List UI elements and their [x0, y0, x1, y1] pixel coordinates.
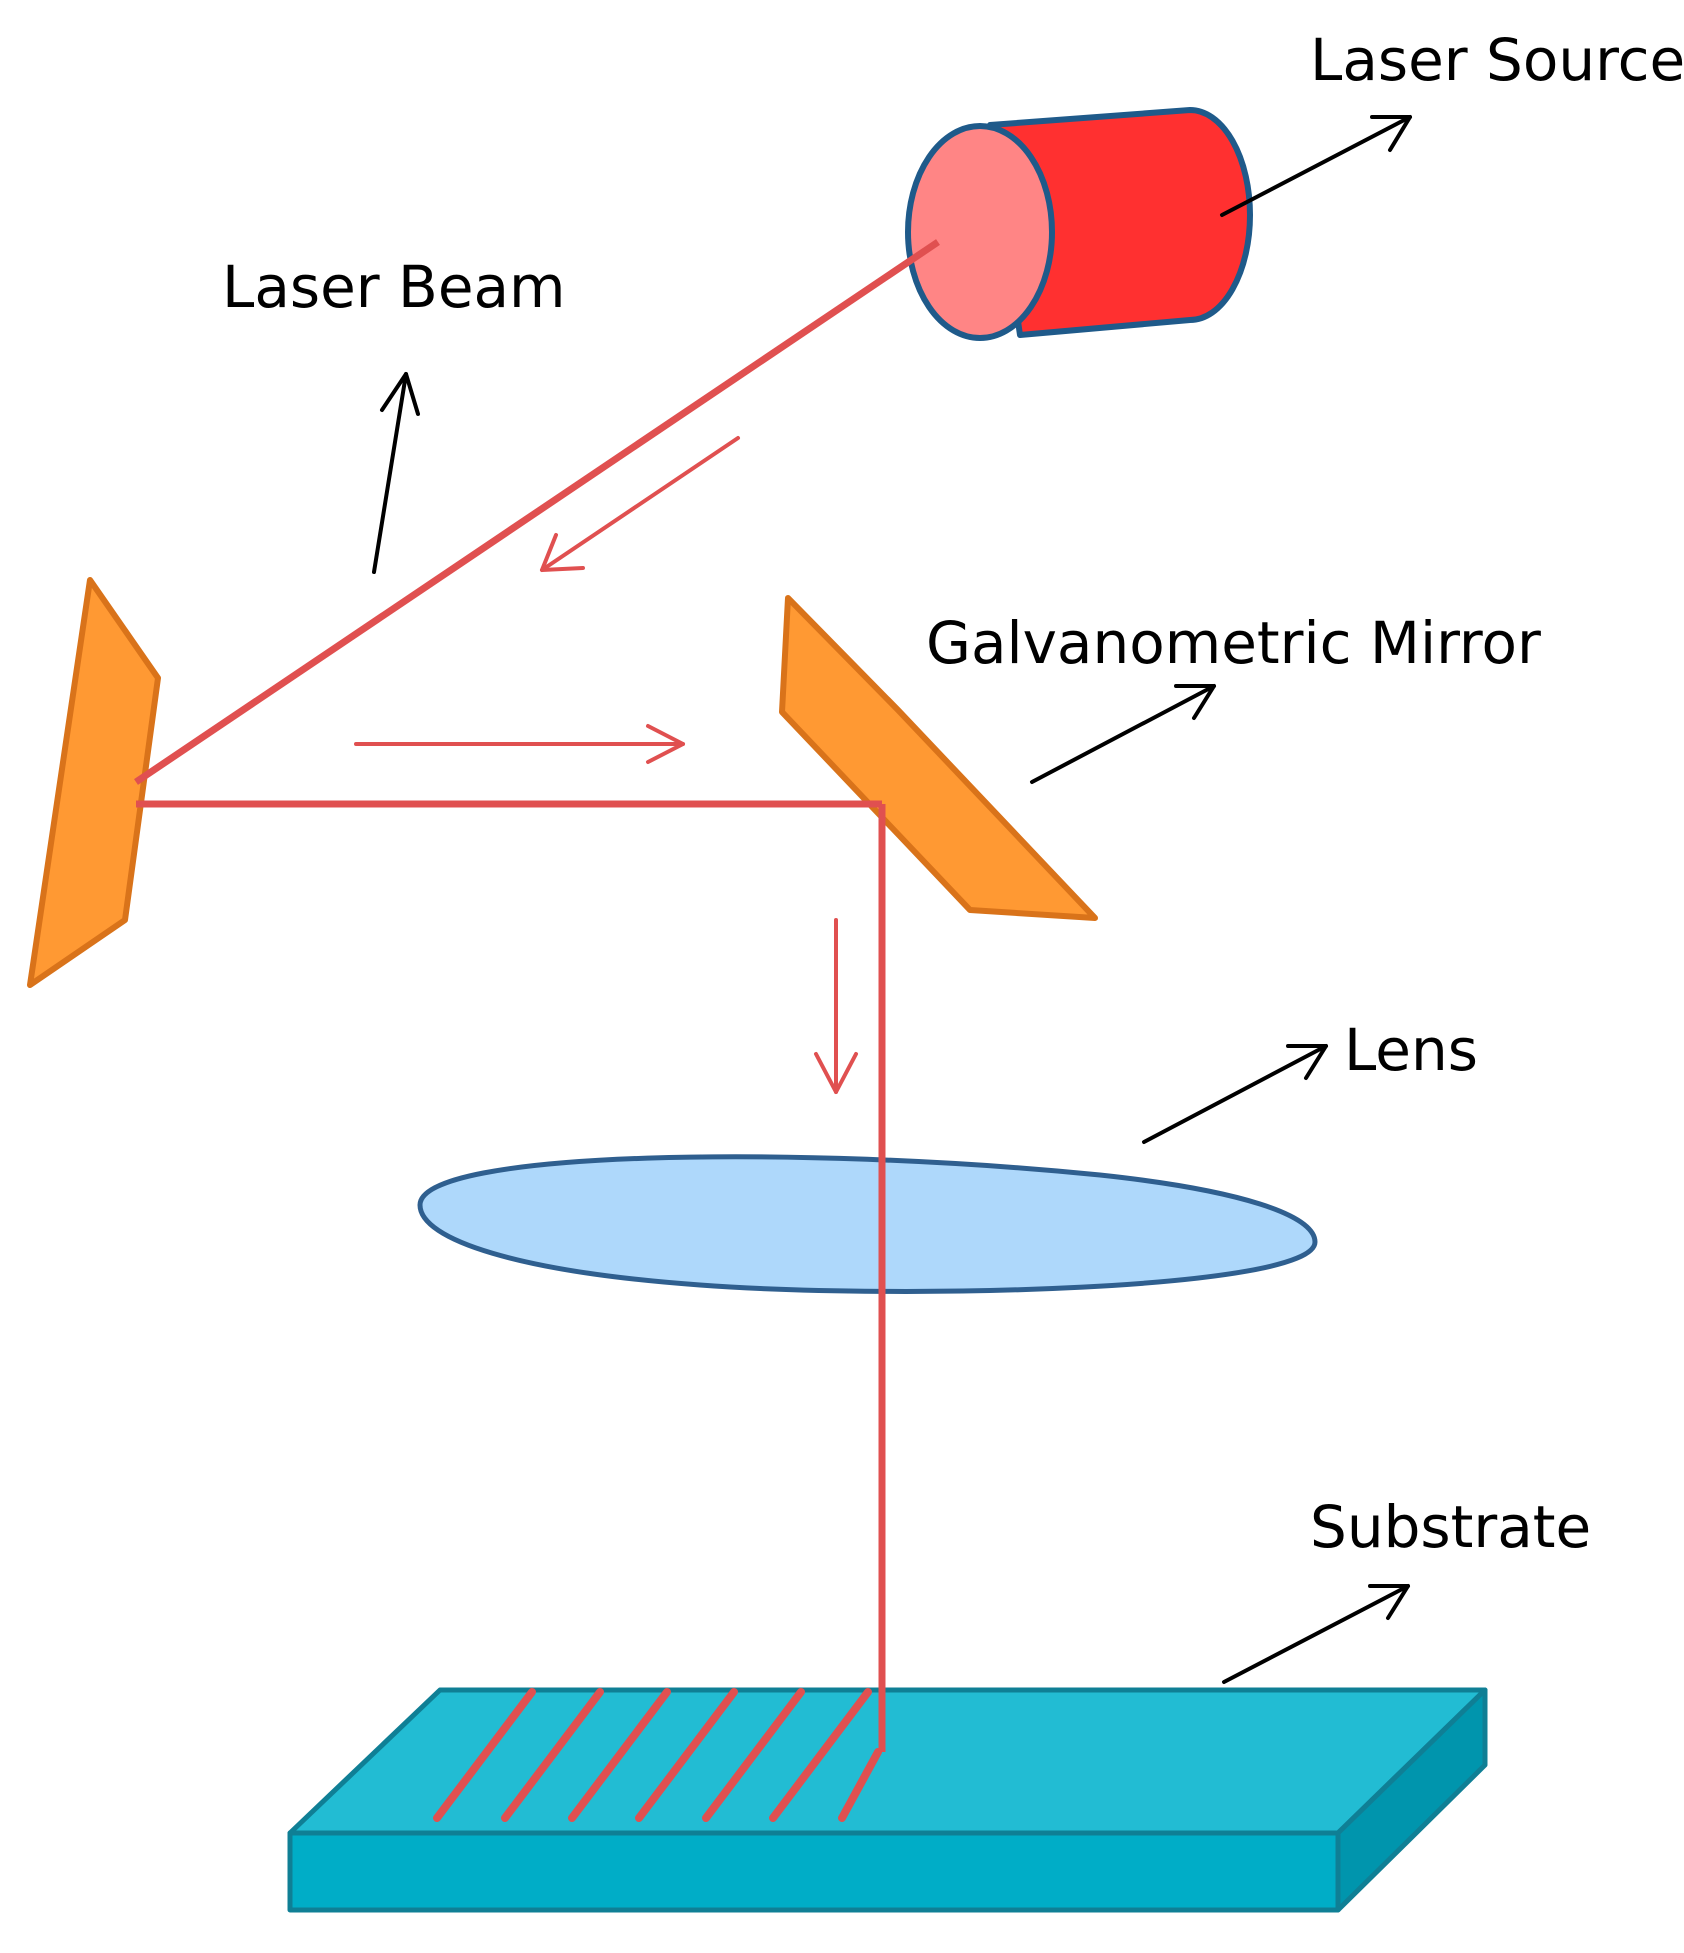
scan-track — [702, 1688, 805, 1822]
substrate — [287, 1687, 1488, 1913]
pointer-galvanometric-mirror — [1030, 684, 1216, 784]
arrow-toward-lens — [814, 918, 858, 1094]
label-laser-source: Laser Source — [1310, 26, 1684, 94]
lens — [417, 1154, 1318, 1294]
scan-track — [568, 1688, 671, 1822]
first-mirror — [27, 577, 161, 988]
scan-tracks — [433, 1688, 882, 1822]
label-pointers — [372, 115, 1412, 1684]
label-galvanometric-mirror: Galvanometric Mirror — [926, 609, 1541, 677]
substrate-top-face — [287, 1687, 1488, 1836]
beam-segment-source-to-mirror — [134, 239, 940, 785]
scan-track — [635, 1688, 738, 1822]
galvanometric-mirror — [779, 595, 1098, 921]
scan-track — [501, 1688, 604, 1822]
beam-direction-arrows — [354, 436, 858, 1094]
pointer-substrate — [1222, 1584, 1410, 1684]
arrow-toward-galvo — [354, 724, 685, 764]
label-substrate: Substrate — [1310, 1493, 1591, 1561]
laser-source-face — [905, 123, 1055, 341]
laser-beam-path — [134, 239, 940, 1752]
pointer-laser-source — [1220, 115, 1412, 217]
label-lens: Lens — [1344, 1016, 1478, 1084]
pointer-laser-beam — [372, 372, 420, 574]
scan-track — [838, 1748, 882, 1822]
substrate-front-face — [287, 1830, 1341, 1913]
substrate-side-face — [1335, 1687, 1488, 1913]
pointer-lens — [1142, 1044, 1328, 1144]
label-laser-beam: Laser Beam — [222, 253, 566, 321]
laser-source — [905, 107, 1253, 341]
scan-track — [433, 1688, 536, 1822]
laser-source-body — [987, 107, 1253, 338]
arrow-toward-first-mirror — [540, 436, 740, 572]
scan-track — [769, 1688, 872, 1822]
